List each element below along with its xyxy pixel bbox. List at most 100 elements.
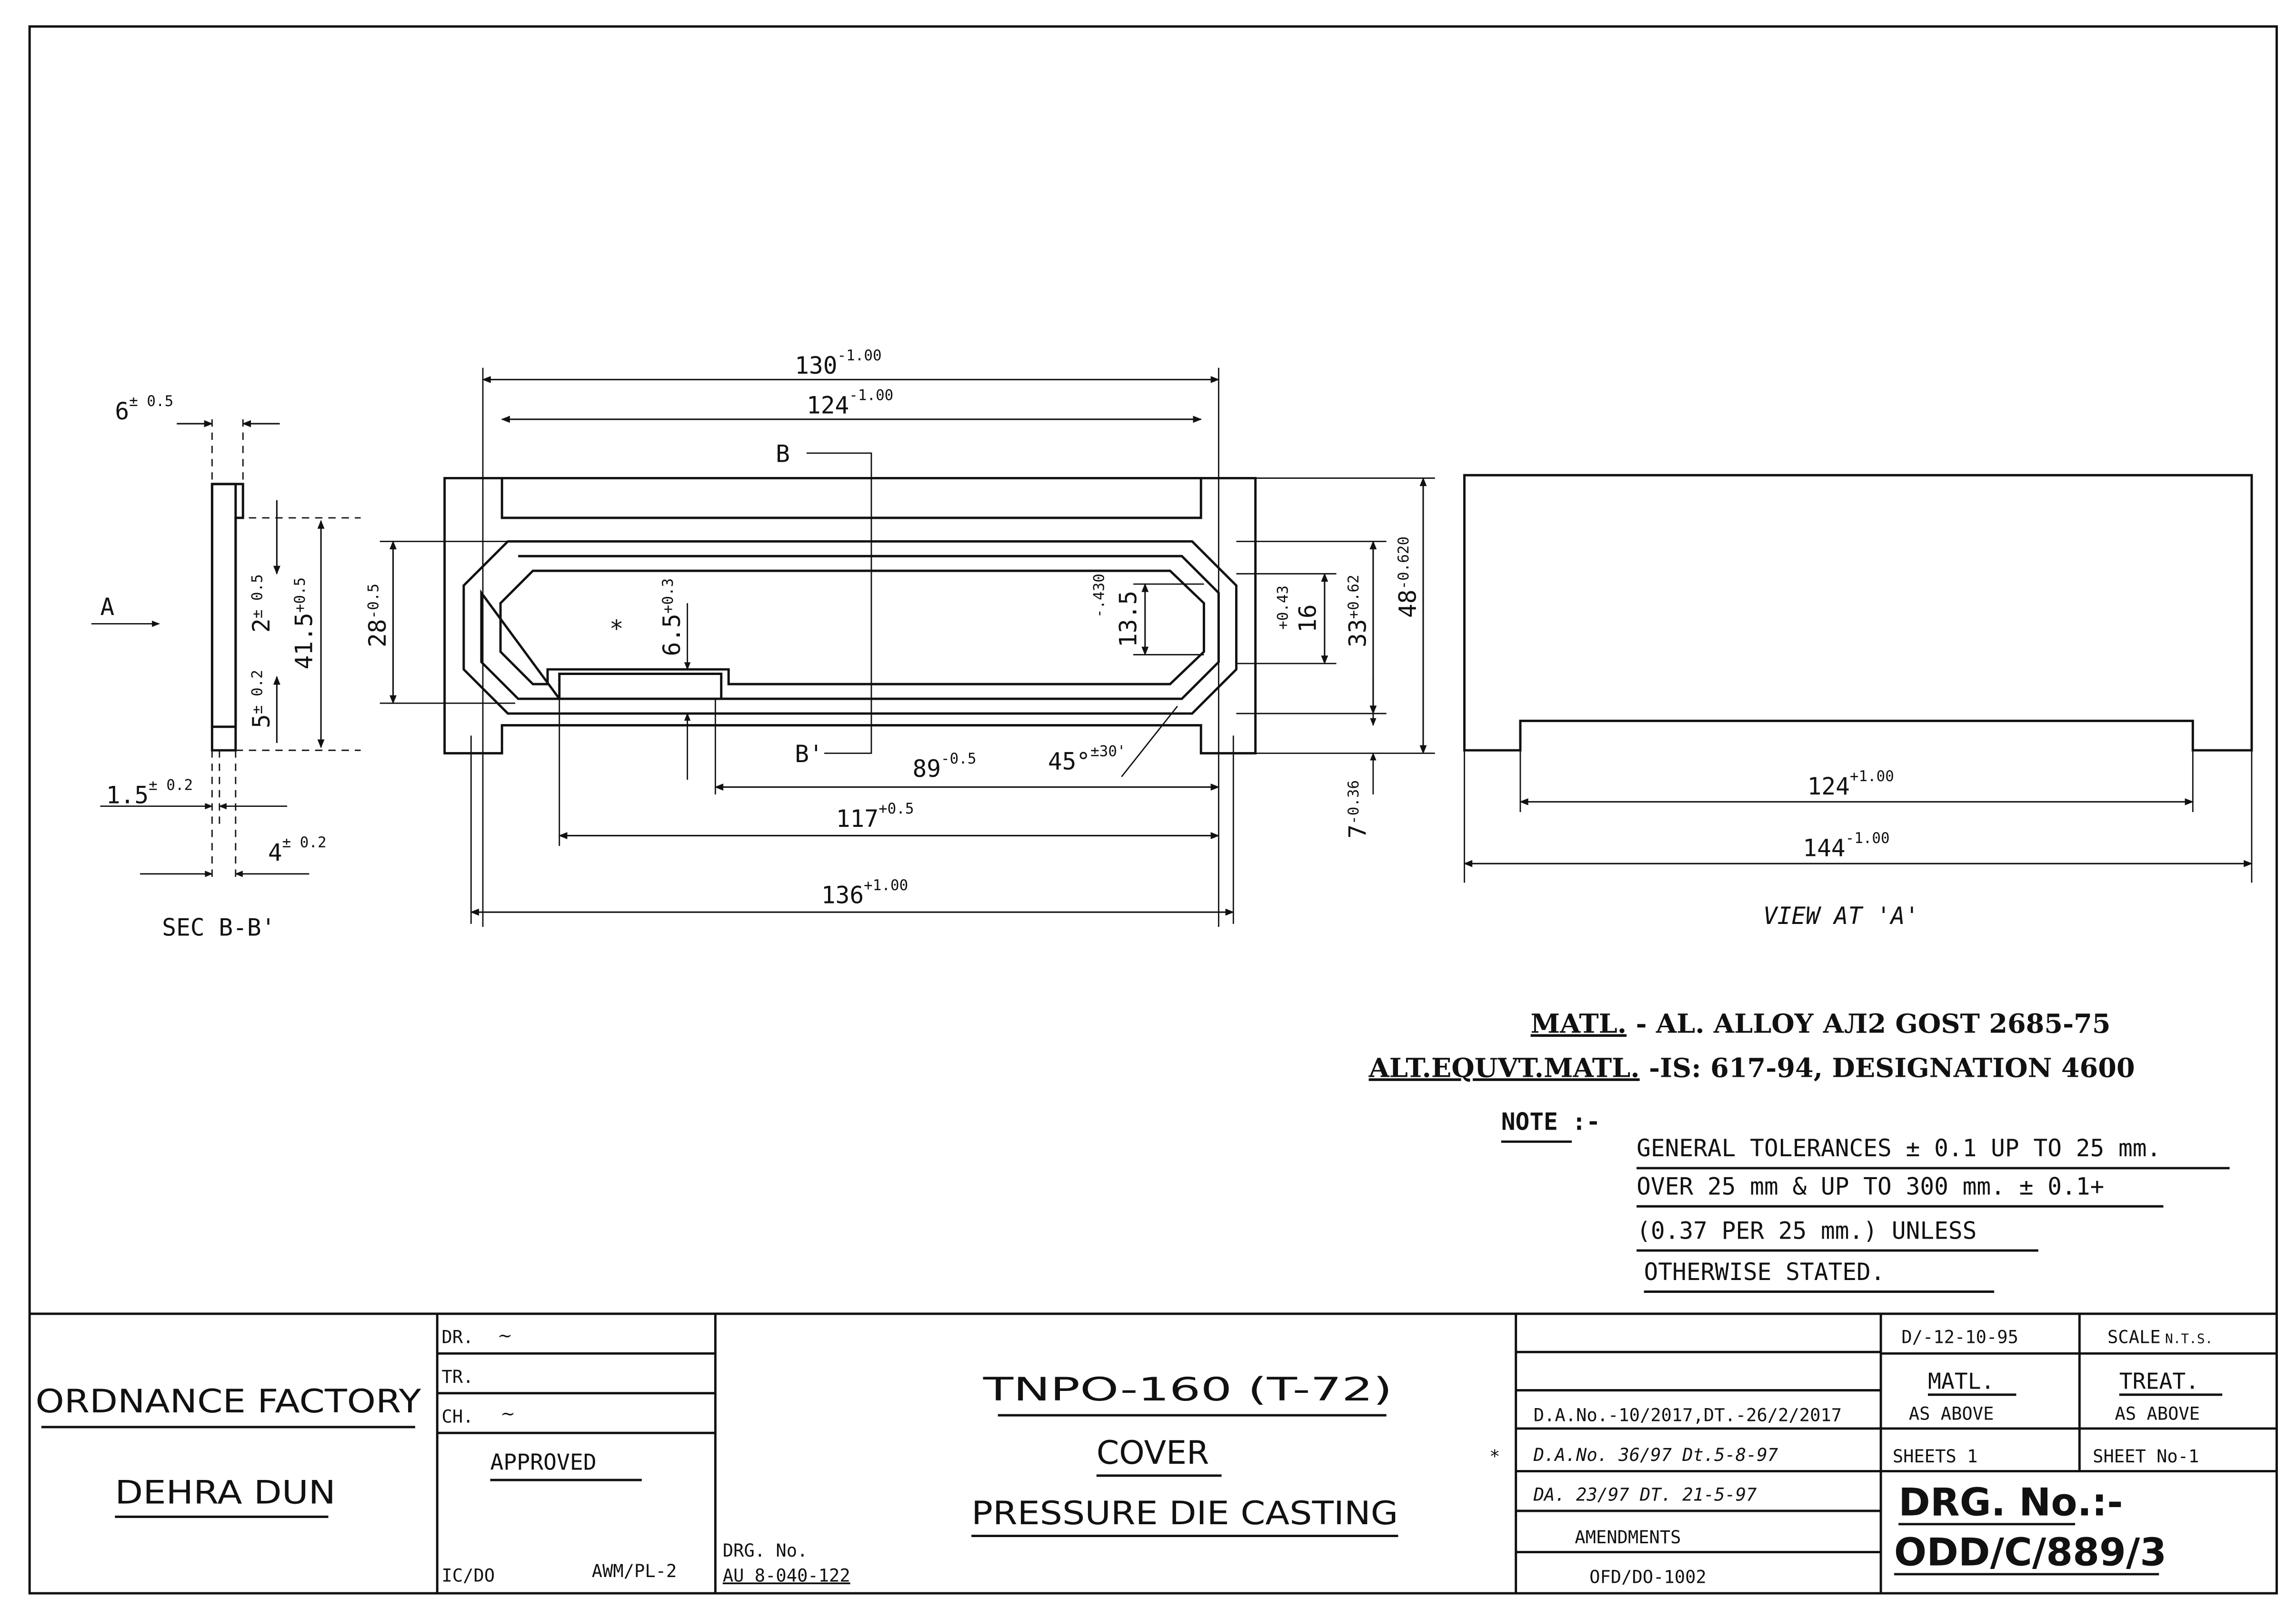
svg-text:48-0.620: 48-0.620 bbox=[1394, 536, 1421, 618]
dim-tolerance: ± 0.2 bbox=[249, 670, 266, 714]
view-label: VIEW AT 'A' bbox=[1763, 902, 1919, 930]
svg-text:1.5± 0.2: 1.5± 0.2 bbox=[106, 777, 193, 809]
svg-text:2± 0.5: 2± 0.5 bbox=[248, 574, 275, 633]
amendment-2: D.A.No. 36/97 Dt.5-8-97 bbox=[1533, 1445, 1778, 1465]
dim-value: 6 bbox=[115, 397, 129, 425]
amendment-3: DA. 23/97 DT. 21-5-97 bbox=[1533, 1484, 1757, 1505]
dim-value: 124 bbox=[807, 391, 849, 419]
matl-value: - AL. ALLOY АЛ2 GOST 2685-75 bbox=[1627, 1009, 2110, 1040]
svg-text:28-0.5: 28-0.5 bbox=[364, 584, 391, 647]
treat-label: TREAT. bbox=[2119, 1369, 2199, 1394]
drg-no-heading: DRG. No.:- bbox=[1898, 1479, 2123, 1524]
note-line: OTHERWISE STATED. bbox=[1644, 1258, 1885, 1286]
svg-text:5± 0.2: 5± 0.2 bbox=[248, 670, 275, 728]
dim-tolerance: ± 0.2 bbox=[149, 777, 193, 794]
scale-label: SCALE bbox=[2107, 1327, 2161, 1348]
dim-value: 13.5 bbox=[1114, 591, 1142, 647]
awm-label: AWM/PL-2 bbox=[592, 1561, 677, 1581]
dim-tolerance: -.430 bbox=[1090, 574, 1108, 618]
svg-text:4± 0.2: 4± 0.2 bbox=[268, 834, 327, 866]
approved-label: APPROVED bbox=[490, 1449, 597, 1475]
dim-tolerance: -0.5 bbox=[365, 584, 382, 619]
part-number: TNPO-160 (T-72) bbox=[982, 1371, 1392, 1409]
ref-drg-no-label: DRG. No. bbox=[723, 1540, 808, 1561]
dim-value: 6.5 bbox=[658, 614, 686, 656]
front-view: 130-1.00 124-1.00 B B' * 28-0.5 6.5+0.3 … bbox=[364, 347, 1435, 927]
dim-value: 28 bbox=[364, 619, 391, 647]
dim-value: 7 bbox=[1344, 824, 1371, 839]
dim-tolerance: +0.62 bbox=[1345, 575, 1362, 619]
svg-text:7-0.36: 7-0.36 bbox=[1344, 780, 1371, 839]
svg-text:45°±30': 45°±30' bbox=[1048, 743, 1126, 775]
amendment-1: D.A.No.-10/2017,DT.-26/2/2017 bbox=[1534, 1405, 1842, 1425]
dim-value: 33 bbox=[1344, 619, 1371, 647]
svg-text:89-0.5: 89-0.5 bbox=[913, 750, 977, 783]
section-mark-b: B bbox=[776, 440, 790, 467]
dim-value: 5 bbox=[248, 714, 275, 728]
svg-text:ALT.EQUVT.MATL. -IS: 617-94, D: ALT.EQUVT.MATL. -IS: 617-94, DESIGNATION… bbox=[1368, 1052, 2135, 1083]
dim-tolerance: -1.00 bbox=[849, 387, 893, 404]
svg-text:136+1.00: 136+1.00 bbox=[821, 877, 908, 909]
dim-value: 124 bbox=[1807, 773, 1850, 800]
svg-text:16: 16 bbox=[1294, 604, 1321, 633]
dim-tolerance: +1.00 bbox=[1850, 768, 1894, 785]
drawn-by-signature: ~ bbox=[498, 1326, 512, 1346]
dim-value: 144 bbox=[1803, 834, 1845, 862]
factory-city: DEHRA DUN bbox=[115, 1474, 336, 1512]
dim-value: 41.5 bbox=[290, 613, 318, 669]
dim-value: 1.5 bbox=[106, 781, 149, 809]
drawing-border bbox=[28, 25, 2278, 1595]
drawing-reference: OFD/DO-1002 bbox=[1589, 1567, 1707, 1587]
checked-by-label: CH. bbox=[442, 1407, 474, 1427]
general-notes: NOTE :- GENERAL TOLERANCES ± 0.1 UP TO 2… bbox=[1501, 1108, 2230, 1293]
dim-value: 45° bbox=[1048, 747, 1090, 775]
section-hatch bbox=[210, 483, 237, 728]
dim-value: 16 bbox=[1294, 604, 1321, 633]
sheets-count: SHEETS 1 bbox=[1893, 1446, 1978, 1467]
scale-value: N.T.S. bbox=[2165, 1331, 2213, 1347]
dim-value: 4 bbox=[268, 839, 282, 866]
view-at-a: 124+1.00 144-1.00 VIEW AT 'A' bbox=[1463, 474, 2253, 930]
dim-value: 117 bbox=[836, 805, 878, 833]
dim-tolerance: +0.43 bbox=[1275, 586, 1292, 630]
note-line: OVER 25 mm & UP TO 300 mm. ± 0.1+ bbox=[1637, 1173, 2104, 1201]
amendments-label: AMENDMENTS bbox=[1575, 1527, 1681, 1548]
note-line: GENERAL TOLERANCES ± 0.1 UP TO 25 mm. bbox=[1637, 1134, 2161, 1162]
view-arrow-label: A bbox=[100, 593, 115, 621]
factory-name: ORDNANCE FACTORY bbox=[36, 1383, 421, 1420]
svg-text:33+0.62: 33+0.62 bbox=[1344, 575, 1371, 647]
dim-tolerance: -1.00 bbox=[1846, 830, 1890, 847]
note-heading: NOTE :- bbox=[1501, 1108, 1600, 1136]
drg-no: ODD/C/889/3 bbox=[1894, 1529, 2166, 1574]
amendment-mark: * bbox=[1489, 1446, 1500, 1467]
sheet-number: SHEET No-1 bbox=[2093, 1446, 2199, 1467]
svg-text:144-1.00: 144-1.00 bbox=[1803, 830, 1889, 862]
svg-text:13.5: 13.5 bbox=[1114, 591, 1142, 647]
traced-by-label: TR. bbox=[442, 1367, 474, 1387]
dim-value: 136 bbox=[821, 882, 864, 909]
dim-tolerance: ± 0.2 bbox=[282, 834, 327, 851]
dim-tolerance: ± 0.5 bbox=[249, 574, 266, 618]
dim-tolerance: +0.5 bbox=[291, 577, 309, 613]
dim-tolerance: -0.5 bbox=[941, 750, 976, 767]
ref-drg-no: AU 8-040-122 bbox=[723, 1565, 850, 1586]
svg-text:41.5+0.5: 41.5+0.5 bbox=[290, 577, 318, 669]
dim-value: 2 bbox=[248, 618, 275, 633]
section-bb-view: 6± 0.5 41.5+0.5 2± 0.5 5± 0.2 A 1.5± 0.2… bbox=[91, 393, 361, 942]
title-block: ORDNANCE FACTORY DEHRA DUN DR. ~ TR. CH.… bbox=[30, 1312, 2277, 1594]
matl-label: MATL. bbox=[1928, 1369, 1995, 1394]
alt-matl-label: ALT.EQUVT.MATL. bbox=[1368, 1052, 1640, 1083]
svg-text:124-1.00: 124-1.00 bbox=[807, 387, 893, 419]
svg-text:117+0.5: 117+0.5 bbox=[836, 800, 914, 833]
dim-tolerance: -0.36 bbox=[1345, 780, 1362, 824]
matl-value: AS ABOVE bbox=[1909, 1403, 1994, 1424]
dim-value: 89 bbox=[913, 755, 941, 783]
dim-tolerance: ±30' bbox=[1090, 743, 1126, 760]
dim-tolerance: -1.00 bbox=[838, 347, 882, 364]
svg-text:MATL. - AL. ALLOY АЛ2 GOST 268: MATL. - AL. ALLOY АЛ2 GOST 2685-75 bbox=[1531, 1009, 2111, 1040]
process-name: PRESSURE DIE CASTING bbox=[971, 1495, 1398, 1532]
note-line: (0.37 PER 25 mm.) UNLESS bbox=[1637, 1217, 1977, 1244]
dim-value: 48 bbox=[1394, 590, 1421, 618]
svg-text:130-1.00: 130-1.00 bbox=[795, 347, 881, 379]
